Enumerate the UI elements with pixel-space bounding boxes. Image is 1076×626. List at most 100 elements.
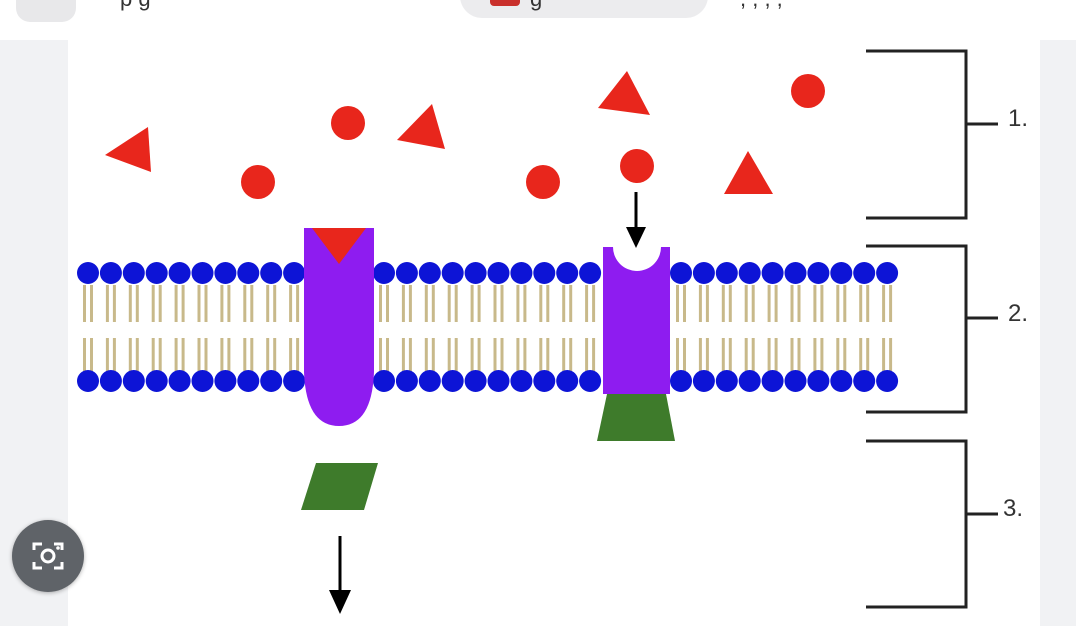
lens-search-button[interactable] <box>12 520 84 592</box>
green-shape <box>301 463 378 510</box>
lipid-head <box>464 262 487 284</box>
channel-protein-right <box>597 247 675 441</box>
lipid-heads <box>77 262 899 392</box>
lipid-head <box>283 262 306 284</box>
lipid-head <box>784 370 807 392</box>
page-title-fragment: p g <box>120 0 151 12</box>
lipid-head <box>464 370 487 392</box>
lipid-head <box>168 370 191 392</box>
lipid-head <box>692 262 715 284</box>
lipid-head <box>761 262 784 284</box>
channel-protein-left <box>304 228 374 426</box>
browser-top-bar: p g g , , , , <box>0 0 1076 40</box>
lipid-head <box>145 370 168 392</box>
lipid-head <box>853 370 876 392</box>
lipid-head <box>853 262 876 284</box>
lipid-head <box>807 262 830 284</box>
red-circle-particle <box>526 165 560 199</box>
bound-triangle-particle <box>312 228 366 264</box>
lipid-head <box>487 370 510 392</box>
red-triangle-particle <box>105 127 151 172</box>
lipid-head <box>373 262 395 284</box>
lipid-head <box>191 370 214 392</box>
lipid-head <box>373 370 395 392</box>
lipid-head <box>395 370 418 392</box>
lipid-head <box>830 370 853 392</box>
lipid-head <box>533 370 556 392</box>
lipid-head <box>670 370 692 392</box>
label-2: 2. <box>1008 300 1028 327</box>
lipid-head <box>99 262 122 284</box>
lipid-head <box>237 262 260 284</box>
bracket-group <box>866 49 998 609</box>
lipid-head <box>807 370 830 392</box>
lipid-head <box>122 262 145 284</box>
label-3: 3. <box>1003 495 1023 522</box>
right-margin <box>1040 40 1076 626</box>
lipid-head <box>738 262 761 284</box>
lipid-head <box>77 370 99 392</box>
lipid-head <box>418 262 441 284</box>
lipid-head <box>441 370 464 392</box>
bracket <box>866 49 998 220</box>
camera-search-icon <box>32 542 64 570</box>
lipid-head <box>579 262 602 284</box>
phospholipid-bilayer <box>77 262 899 392</box>
lipid-head <box>214 262 237 284</box>
purple-channel-protein <box>603 247 670 394</box>
lipid-head <box>122 370 145 392</box>
arrow-icon <box>329 536 351 614</box>
lipid-head <box>692 370 715 392</box>
lipid-head <box>784 262 807 284</box>
lipid-head <box>214 370 237 392</box>
lipid-head <box>556 262 579 284</box>
menu-button[interactable] <box>16 0 76 22</box>
image-canvas <box>68 40 1040 626</box>
lipid-head <box>715 370 738 392</box>
bracket <box>866 244 998 414</box>
lipid-head <box>441 262 464 284</box>
red-triangle-particle <box>397 104 445 149</box>
lipid-head <box>715 262 738 284</box>
lipid-head <box>876 262 899 284</box>
red-circle-particle <box>791 74 825 108</box>
extracellular-particles <box>105 71 825 199</box>
red-triangle-particle <box>724 151 773 194</box>
green-shape <box>597 394 675 441</box>
lipid-head <box>99 370 122 392</box>
lipid-head <box>191 262 214 284</box>
red-triangle-particle <box>598 71 650 115</box>
red-circle-particle <box>331 106 365 140</box>
source-chip-label: g <box>530 0 542 12</box>
lipid-head <box>761 370 784 392</box>
lipid-head <box>510 370 533 392</box>
lipid-head <box>556 370 579 392</box>
lipid-head <box>237 370 260 392</box>
red-circle-particle <box>620 149 654 183</box>
lipid-head <box>260 370 283 392</box>
bracket <box>866 439 998 609</box>
lipid-head <box>876 370 899 392</box>
lipid-tails <box>83 285 893 372</box>
lipid-head <box>533 262 556 284</box>
lipid-head <box>487 262 510 284</box>
lipid-head <box>830 262 853 284</box>
lipid-head <box>168 262 191 284</box>
purple-channel-protein <box>304 228 374 426</box>
lipid-head <box>145 262 168 284</box>
source-favicon-icon <box>490 0 520 6</box>
lipid-head <box>738 370 761 392</box>
arrow-icon <box>626 192 646 248</box>
label-1: 1. <box>1008 105 1028 132</box>
lipid-head <box>418 370 441 392</box>
top-bar-text-fragment: , , , , <box>740 0 783 12</box>
lipid-head <box>510 262 533 284</box>
source-chip[interactable] <box>460 0 708 18</box>
lipid-head <box>670 262 692 284</box>
lipid-head <box>395 262 418 284</box>
lipid-head <box>77 262 99 284</box>
lipid-head <box>260 262 283 284</box>
lipid-head <box>283 370 306 392</box>
red-circle-particle <box>241 165 275 199</box>
